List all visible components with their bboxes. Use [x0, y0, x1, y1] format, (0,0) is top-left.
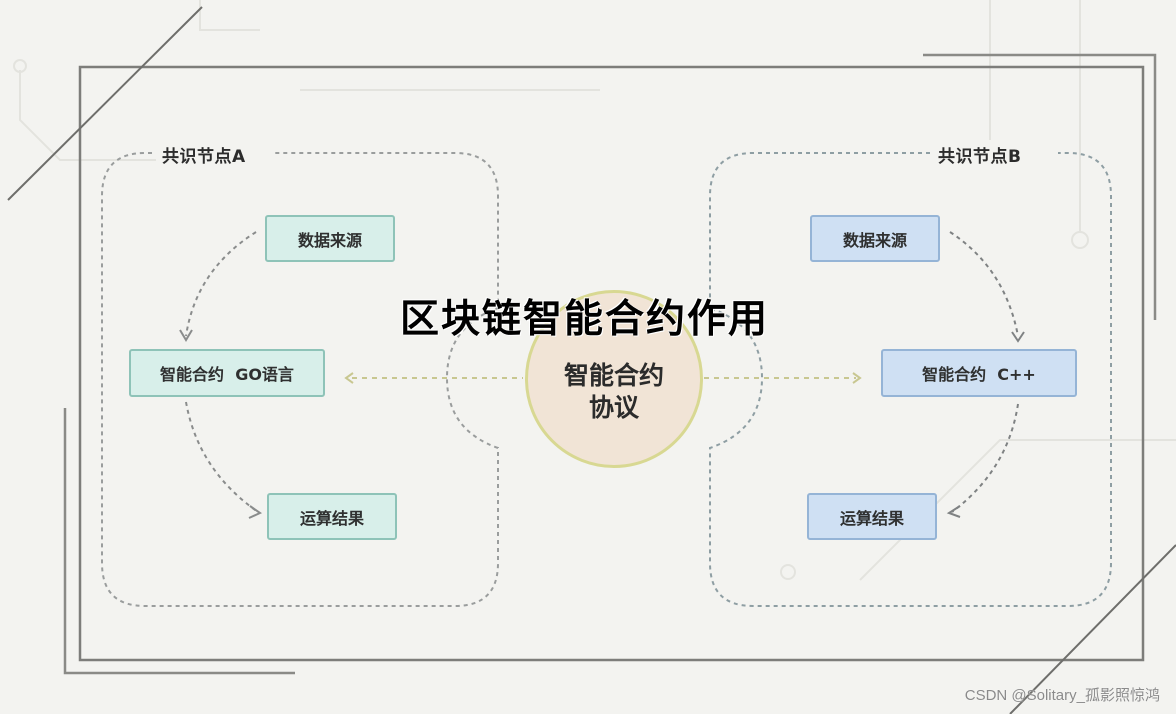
protocol-arrowheads: [344, 372, 862, 384]
node-b-data-source: 数据来源: [810, 215, 940, 262]
circle-line-2: 协议: [588, 393, 639, 422]
node-a-smart-contract-go: 智能合约 GO语言: [129, 349, 325, 397]
background-circuit-traces: [13, 0, 1176, 581]
node-b-container: [709, 152, 1112, 607]
node-a-flow-arrows: [185, 231, 259, 513]
arrowheads-b: [946, 331, 1025, 518]
arrowheads-a: [179, 329, 263, 519]
node-a-data-source: 数据来源: [265, 215, 395, 262]
node-b-smart-contract-cpp: 智能合约 C++: [881, 349, 1077, 397]
node-a-container: [101, 152, 499, 607]
node-b-title: 共识节点B: [932, 142, 1028, 167]
outer-frame: [7, 6, 1176, 714]
circle-line-1: 智能合约: [563, 361, 664, 390]
page-title: 区块链智能合约作用: [400, 297, 770, 342]
node-a-title: 共识节点A: [156, 142, 252, 167]
watermark: CSDN @Solitary_孤影照惊鸿: [964, 687, 1160, 704]
node-b-flow-arrows: [949, 231, 1019, 513]
smart-contract-protocol-circle: 智能合约 协议: [525, 290, 703, 468]
node-a-result: 运算结果: [267, 493, 397, 540]
node-b-result: 运算结果: [807, 493, 937, 540]
